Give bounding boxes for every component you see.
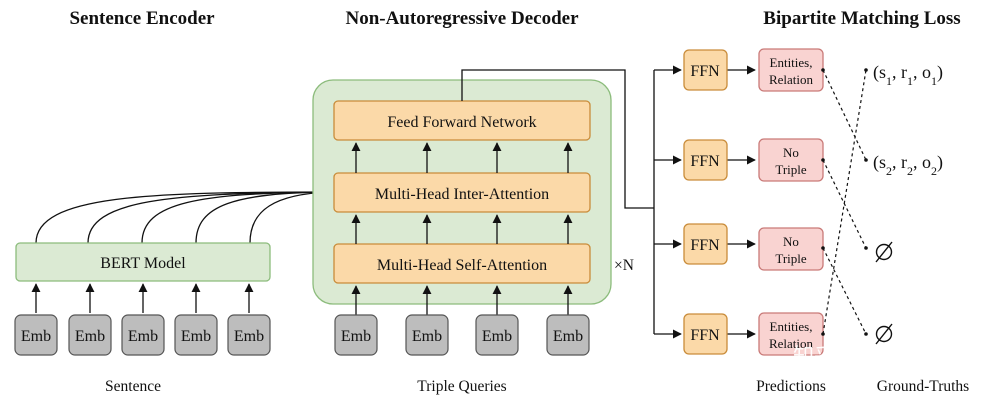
ffn-label: FFN bbox=[690, 63, 720, 80]
decoder-title: Non-Autoregressive Decoder bbox=[345, 8, 579, 29]
ground-truth-triple-1: (s1, r1, o1) bbox=[873, 62, 943, 88]
feed-forward-label: Feed Forward Network bbox=[387, 114, 536, 131]
watermark: 知乎 @guilipa bbox=[793, 345, 923, 368]
ffn-label: FFN bbox=[690, 327, 720, 344]
encoder-title: Sentence Encoder bbox=[69, 8, 215, 29]
ffn-box bbox=[683, 313, 728, 355]
emb-box bbox=[68, 314, 112, 356]
ground-truth-triple-2: (s2, r2, o2) bbox=[873, 152, 943, 178]
encoder-to-decoder-curves bbox=[35, 187, 331, 244]
self-attention-box bbox=[333, 243, 591, 284]
ground-truths-caption: Ground-Truths bbox=[877, 378, 969, 395]
inter-attention-label: Multi-Head Inter-Attention bbox=[375, 186, 549, 203]
emb-box bbox=[334, 314, 378, 356]
emb-box bbox=[121, 314, 165, 356]
query-emb-row: Emb Emb Emb Emb bbox=[334, 314, 590, 356]
sentence-encoder: BERT Model Emb Emb Emb Emb Emb Sentence bbox=[14, 187, 331, 395]
repeat-n-label: ×N bbox=[614, 257, 634, 274]
empty-set-icon bbox=[875, 241, 893, 263]
encoder-emb-row: Emb Emb Emb Emb Emb bbox=[14, 314, 271, 356]
ground-truths: (s1, r1, o1) (s2, r2, o2) bbox=[873, 62, 943, 345]
sentence-caption: Sentence bbox=[105, 378, 161, 395]
emb-label: Emb bbox=[128, 328, 158, 345]
ffn-box bbox=[683, 223, 728, 265]
prediction-line1: No bbox=[783, 145, 799, 160]
triple-queries-caption: Triple Queries bbox=[417, 378, 506, 395]
output-routing bbox=[461, 65, 756, 339]
empty-set-icon bbox=[875, 323, 893, 345]
prediction-line1: Entities, bbox=[770, 319, 813, 334]
prediction-line2: Triple bbox=[775, 251, 807, 266]
emb-label: Emb bbox=[482, 328, 512, 345]
emb-label: Emb bbox=[412, 328, 442, 345]
ffn-label: FFN bbox=[690, 153, 720, 170]
emb-label: Emb bbox=[21, 328, 51, 345]
self-attention-label: Multi-Head Self-Attention bbox=[377, 257, 547, 274]
prediction-line2: Relation bbox=[769, 72, 814, 87]
emb-box bbox=[227, 314, 271, 356]
decoder-internal-arrows bbox=[351, 142, 573, 315]
prediction-boxes: Entities, Relation No Triple No Triple E… bbox=[758, 48, 824, 356]
encoder-emb-arrows bbox=[31, 283, 254, 313]
bert-model-label: BERT Model bbox=[100, 255, 186, 272]
ffn-heads: FFN FFN FFN FFN bbox=[683, 49, 728, 355]
inter-attention-box bbox=[333, 172, 591, 213]
loss-title: Bipartite Matching Loss bbox=[763, 8, 960, 29]
emb-box bbox=[14, 314, 58, 356]
prediction-line1: No bbox=[783, 234, 799, 249]
emb-label: Emb bbox=[341, 328, 371, 345]
ffn-label: FFN bbox=[690, 237, 720, 254]
matching-lines bbox=[822, 69, 867, 335]
bert-model-box bbox=[15, 242, 271, 282]
emb-label: Emb bbox=[181, 328, 211, 345]
emb-label: Emb bbox=[234, 328, 264, 345]
predictions-caption: Predictions bbox=[756, 378, 826, 395]
prediction-line1: Entities, bbox=[770, 55, 813, 70]
emb-label: Emb bbox=[553, 328, 583, 345]
emb-box bbox=[546, 314, 590, 356]
prediction-line2: Triple bbox=[775, 162, 807, 177]
emb-box bbox=[475, 314, 519, 356]
emb-box bbox=[405, 314, 449, 356]
emb-label: Emb bbox=[75, 328, 105, 345]
prediction-line2: Relation bbox=[769, 336, 814, 351]
emb-box bbox=[174, 314, 218, 356]
decoder: Feed Forward Network Multi-Head Inter-At… bbox=[312, 79, 634, 395]
matching-dots bbox=[821, 68, 868, 336]
ffn-box bbox=[683, 49, 728, 91]
ffn-box bbox=[683, 139, 728, 181]
